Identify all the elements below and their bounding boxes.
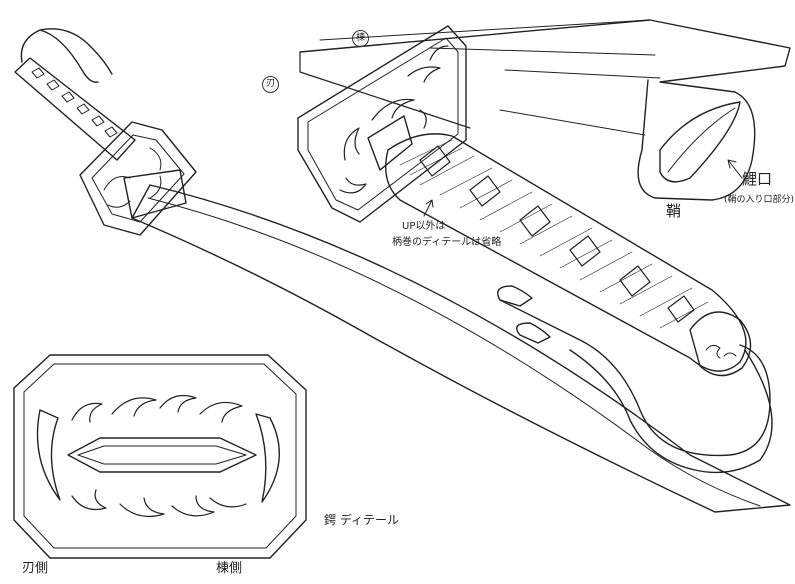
tsuka-diamonds <box>419 145 695 323</box>
tassel-2 <box>516 322 551 344</box>
up-note-line1: UP以外は <box>402 221 446 232</box>
arrow-to-tsuka-note <box>423 199 434 217</box>
blade <box>131 184 791 513</box>
tsuba-swirls-top <box>71 395 243 423</box>
mune-circle-label: 棟 <box>352 30 369 47</box>
large-tsuba <box>297 25 467 223</box>
handle <box>14 57 136 161</box>
tsuka-wrap-texture <box>399 139 709 329</box>
closeup-sword <box>297 19 791 474</box>
handle-diamonds <box>31 67 118 138</box>
koiguchi-label: 鯉口 <box>742 170 773 188</box>
large-tsuba-swirls <box>339 45 449 194</box>
kashira <box>689 311 752 377</box>
saya <box>299 19 791 201</box>
up-note-line2: 柄巻のディテールは省略 <box>392 237 502 248</box>
tsuba-detail <box>13 354 307 559</box>
saya-label: 鞘 <box>666 202 682 220</box>
tsuba-slot <box>67 437 257 473</box>
tsuba-detail-label: 鍔 ディテール <box>324 513 399 527</box>
tsuba-crescent-left <box>36 409 61 501</box>
handle-cord <box>20 28 113 83</box>
tsuba-crescent-right <box>255 413 280 503</box>
koiguchi-mouth <box>659 101 741 183</box>
tsuba-detail-outline <box>13 354 307 559</box>
koiguchi-note: (鞘の入り口部分) <box>724 195 795 205</box>
collar <box>367 115 413 171</box>
tassel-cord <box>499 299 773 474</box>
blade-ridge-line <box>147 197 761 507</box>
mune-side-label: 棟側 <box>216 561 243 576</box>
tsuka <box>385 133 747 372</box>
habaki <box>123 169 187 219</box>
ha-side-label: 刃側 <box>22 561 49 576</box>
small-tsuba-swirl <box>103 147 162 208</box>
small-tsuba <box>79 121 197 236</box>
arrow-to-koiguchi <box>727 159 743 179</box>
tassel-1 <box>497 285 533 307</box>
tsuba-swirls-bottom <box>71 489 247 517</box>
full-sword <box>14 28 791 513</box>
ha-circle-label: 刃 <box>262 76 279 93</box>
